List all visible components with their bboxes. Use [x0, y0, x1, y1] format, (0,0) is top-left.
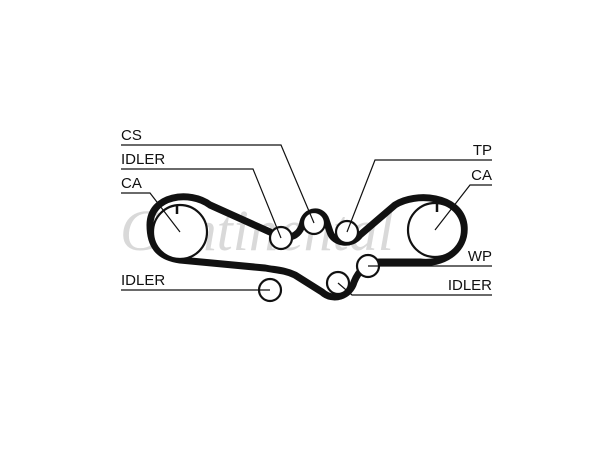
label-idler-left: IDLER — [121, 272, 165, 289]
ca-right-leader-line — [434, 184, 492, 231]
cs-leader-line — [121, 144, 315, 224]
timing-belt — [146, 193, 468, 301]
label-wp: WP — [468, 248, 492, 265]
label-cs: CS — [121, 127, 142, 144]
label-idler-right: IDLER — [448, 277, 492, 294]
label-idler-top: IDLER — [121, 151, 165, 168]
tp-leader-line — [346, 159, 492, 233]
label-ca-right: CA — [471, 167, 492, 184]
label-tp: TP — [473, 142, 492, 159]
idler-top-leader-line — [121, 168, 282, 239]
idler-right-leader-line — [337, 282, 492, 296]
ca-left-leader-line — [121, 192, 181, 233]
label-ca-left: CA — [121, 175, 142, 192]
